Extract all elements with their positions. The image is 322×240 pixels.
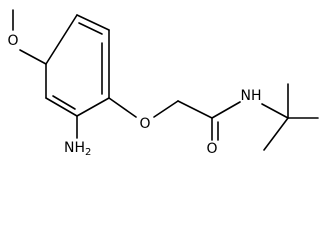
bond-methoxy-o-to-ring bbox=[19, 49, 47, 65]
bond-ether-o-to-ch2 bbox=[153, 100, 179, 118]
atom-label-methoxy-oxygen: O bbox=[7, 33, 18, 49]
ring-double-bond-bottom-left bbox=[52, 95, 76, 110]
ring-bond-c6-c1 bbox=[45, 14, 78, 65]
atom-label-ether-oxygen: O bbox=[139, 116, 150, 132]
atom-label-carbonyl-oxygen: O bbox=[206, 141, 217, 157]
ring-bond-c3-c4 bbox=[76, 97, 110, 117]
ring-double-bond-top bbox=[78, 22, 103, 35]
amine-nh: NH bbox=[64, 140, 85, 156]
bond-tert-c-methyl-down bbox=[263, 117, 289, 151]
atom-label-amine: NH2 bbox=[64, 140, 91, 158]
ring-bond-c1-c2 bbox=[76, 14, 110, 31]
bond-nh-to-tert-c bbox=[261, 103, 289, 119]
bond-ch2-to-carbonyl-c bbox=[177, 100, 213, 119]
atom-label-amide-nh: NH bbox=[241, 88, 262, 104]
ring-bond-c4-c5 bbox=[45, 97, 78, 117]
amine-subscript: 2 bbox=[85, 147, 91, 158]
chemical-structure-diagram: O O O NH NH2 bbox=[7, 9, 319, 158]
bond-ring-to-ether-o bbox=[108, 97, 137, 118]
bond-carbonyl-to-nh bbox=[211, 101, 241, 119]
